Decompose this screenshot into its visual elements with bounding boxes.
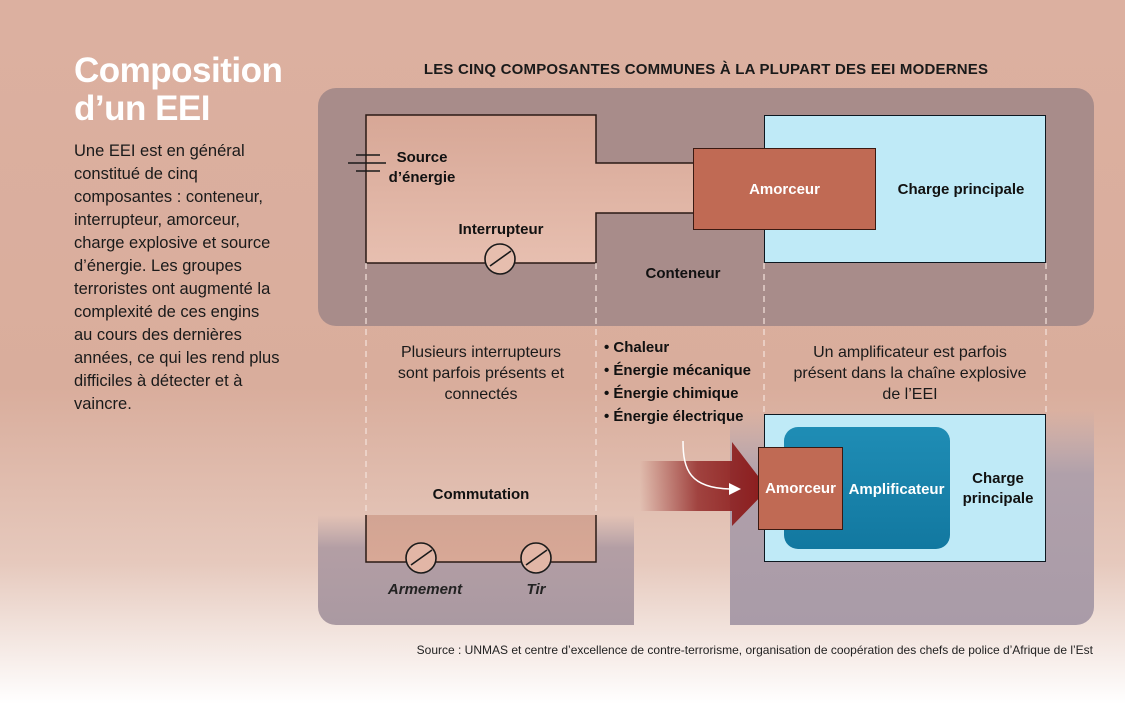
title-line-2: d’un EEI xyxy=(74,89,211,128)
detonator-box-bottom: Amorceur xyxy=(758,447,843,530)
circuit-outline xyxy=(365,114,695,264)
main-charge-line-1: Charge xyxy=(972,470,1024,487)
energy-type-item: Énergie mécanique xyxy=(604,359,764,382)
amplifier-note: Un amplificateur est parfois présent dan… xyxy=(793,344,1027,403)
title-line-1: Composition xyxy=(74,51,283,90)
energy-source-line-2: d’énergie xyxy=(388,169,456,186)
switch-label: Interrupteur xyxy=(458,221,544,238)
energy-arrow xyxy=(640,440,768,526)
multiple-switches-note: Plusieurs interrupteurs sont parfois pré… xyxy=(397,344,565,403)
energy-source-label: Source d’énergie xyxy=(384,148,460,188)
energy-type-item: Chaleur xyxy=(604,336,764,359)
main-charge-label-bottom: Charge principale xyxy=(950,469,1046,509)
amplifier-label: Amplificateur xyxy=(848,481,945,498)
page-title: Composition d’un EEI xyxy=(74,52,314,128)
detonator-box-top: Amorceur xyxy=(693,148,876,230)
energy-types-list: Chaleur Énergie mécanique Énergie chimiq… xyxy=(604,336,764,428)
main-charge-label-top: Charge principale xyxy=(897,181,1025,198)
firing-label: Tir xyxy=(526,581,546,598)
switch-icon-top xyxy=(484,243,516,275)
switch-icon-armement xyxy=(405,542,437,574)
commutation-label: Commutation xyxy=(432,486,530,503)
energy-type-item: Énergie électrique xyxy=(604,405,764,428)
arming-label: Armement xyxy=(387,581,463,598)
source-note: Source : UNMAS et centre d’excellence de… xyxy=(416,643,1093,657)
dashed-guides xyxy=(365,263,1047,515)
diagram-header: LES CINQ COMPOSANTES COMMUNES À LA PLUPA… xyxy=(423,61,989,78)
commutation-outline xyxy=(365,515,597,563)
energy-source-line-1: Source xyxy=(396,149,448,166)
container-label: Conteneur xyxy=(645,265,721,282)
energy-type-item: Énergie chimique xyxy=(604,382,764,405)
main-charge-line-2: principale xyxy=(962,490,1034,507)
battery-icon xyxy=(348,154,386,172)
intro-text: Une EEI est en général constitué de cinq… xyxy=(74,142,280,413)
switch-icon-tir xyxy=(520,542,552,574)
